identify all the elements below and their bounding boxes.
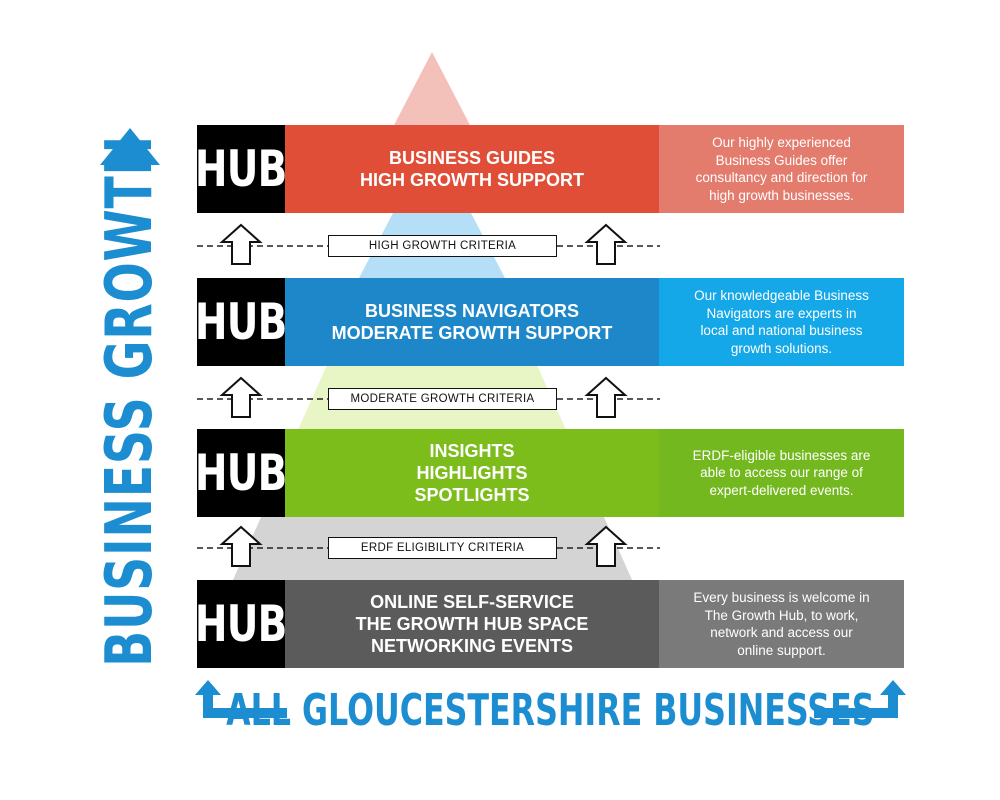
tier-title: BUSINESS NAVIGATORS MODERATE GROWTH SUPP… — [285, 278, 659, 366]
tier-description-line: Business Guides offer — [715, 152, 848, 168]
tier-description: ERDF-eligible businesses are able to acc… — [659, 429, 904, 517]
tier-title-line: THE GROWTH HUB SPACE — [355, 614, 589, 634]
criteria-label-high-growth: HIGH GROWTH CRITERIA — [328, 235, 557, 257]
hub-logo: HUB — [195, 429, 288, 517]
tier-description-line: Navigators are experts in — [706, 305, 857, 321]
side-title-container: BUSINESS GROWTH — [93, 128, 167, 673]
elbow-arrow-up-icon — [195, 680, 287, 718]
tier-title-line: INSIGHTS — [429, 441, 515, 461]
hub-logo: HUB — [195, 278, 288, 366]
bottom-label: ALL GLOUCESTERSHIRE BUSINESSES — [225, 684, 875, 736]
tier-description: Our highly experienced Business Guides o… — [659, 125, 904, 213]
tier-title: INSIGHTS HIGHLIGHTS SPOTLIGHTS — [285, 429, 659, 517]
criteria-label-moderate-growth: MODERATE GROWTH CRITERIA — [328, 388, 557, 410]
tier-title-line: NETWORKING EVENTS — [370, 636, 573, 656]
outline-arrow-up-icon — [584, 525, 628, 567]
tier-description-line: Every business is welcome in — [693, 590, 870, 605]
side-title: BUSINESS GROWTH — [93, 134, 167, 667]
tier-title-line: HIGH GROWTH SUPPORT — [360, 170, 584, 190]
tier-title-line: BUSINESS GUIDES — [388, 148, 556, 168]
outline-arrow-up-icon — [219, 525, 263, 567]
tier-title: BUSINESS GUIDES HIGH GROWTH SUPPORT — [285, 125, 659, 213]
tier-description-line: able to access our range of — [700, 465, 863, 481]
tier-description-line: network and access our — [710, 625, 853, 640]
tier-title-line: HIGHLIGHTS — [416, 463, 528, 483]
tier-description-line: The Growth Hub, to work, — [704, 607, 859, 623]
tier-title-line: SPOTLIGHTS — [414, 485, 530, 505]
tier-events: HUB INSIGHTS HIGHLIGHTS SPOTLIGHTS ERDF-… — [195, 429, 904, 517]
tier-description-line: high growth businesses. — [709, 187, 854, 203]
tier-title-line: ONLINE SELF-SERVICE — [370, 592, 574, 612]
tier-self-service: HUB ONLINE SELF-SERVICE THE GROWTH HUB S… — [195, 580, 904, 668]
elbow-arrow-up-icon — [814, 680, 906, 718]
tier-description-line: expert-delivered events. — [709, 482, 854, 498]
tier-title-line: BUSINESS NAVIGATORS — [364, 301, 580, 321]
tier-high-growth: HUB BUSINESS GUIDES HIGH GROWTH SUPPORT … — [195, 125, 904, 213]
tier-description: Our knowledgeable Business Navigators ar… — [659, 278, 904, 366]
outline-arrow-up-icon — [219, 376, 263, 418]
outline-arrow-up-icon — [584, 376, 628, 418]
tier-description: Every business is welcome in The Growth … — [659, 580, 904, 668]
criteria-label-erdf: ERDF ELIGIBILITY CRITERIA — [328, 537, 557, 559]
tier-moderate-growth: HUB BUSINESS NAVIGATORS MODERATE GROWTH … — [195, 278, 904, 366]
bottom-arrows — [195, 680, 906, 718]
outline-arrow-up-icon — [584, 223, 628, 265]
hub-logo: HUB — [195, 580, 288, 668]
hub-logo: HUB — [195, 125, 288, 213]
step-arrows — [219, 223, 628, 567]
tier-description-line: consultancy and direction for — [695, 170, 868, 185]
tier-description-line: ERDF-eligible businesses are — [692, 447, 871, 463]
tier-description-line: local and national business — [700, 323, 863, 338]
triangle-up-icon — [100, 128, 160, 165]
tier-title-line: MODERATE GROWTH SUPPORT — [331, 323, 613, 343]
tier-title: ONLINE SELF-SERVICE THE GROWTH HUB SPACE… — [285, 580, 659, 668]
tier-description-line: Our highly experienced — [712, 135, 851, 150]
outline-arrow-up-icon — [219, 223, 263, 265]
tier-description-line: growth solutions. — [730, 340, 833, 356]
pyramid-top-segment — [393, 52, 471, 127]
tier-description-line: Our knowledgeable Business — [694, 288, 869, 303]
tier-description-line: online support. — [737, 642, 826, 658]
